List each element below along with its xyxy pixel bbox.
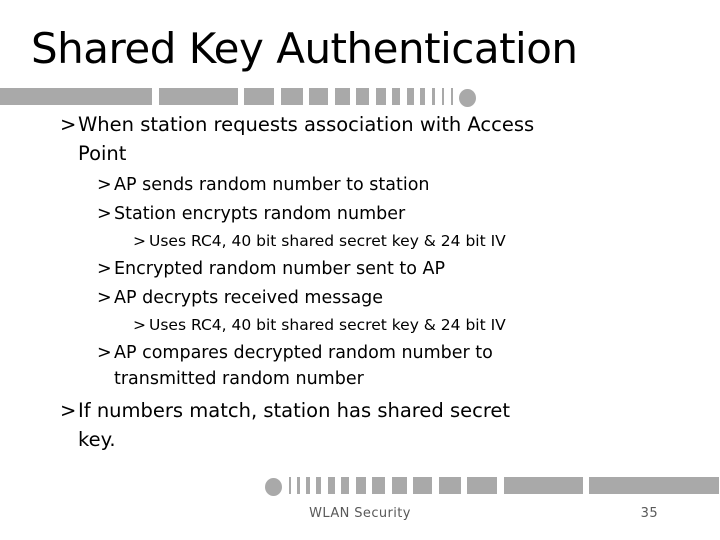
decoration-bar: [431, 88, 435, 105]
decoration-bar: [438, 477, 461, 494]
decoration-bar: [306, 477, 310, 494]
decoration-bar: [503, 477, 583, 494]
decoration-bar: [280, 88, 303, 105]
decoration-bar: [391, 477, 407, 494]
decoration-bar: [392, 88, 400, 105]
bullet-item-level-2: >AP decrypts received message: [0, 285, 700, 311]
decoration-bar: [0, 88, 152, 105]
bullet-text: If numbers match, station has shared sec…: [78, 399, 511, 451]
decoration-bar: [356, 88, 369, 105]
bottom-divider-decoration: [265, 477, 719, 497]
bullet-marker: >: [60, 399, 77, 422]
decoration-bar: [327, 477, 335, 494]
decoration-bar: [372, 477, 385, 494]
decoration-bar: [309, 88, 328, 105]
decoration-bar: [406, 88, 414, 105]
bullet-marker: >: [133, 232, 146, 250]
decoration-bar: [334, 88, 350, 105]
decoration-bar: [375, 88, 386, 105]
page-number: 35: [640, 506, 658, 521]
footer-title: WLAN Security: [309, 506, 411, 521]
bullet-item-level-1: >If numbers match, station has shared se…: [0, 396, 700, 454]
bullet-item-level-2: >Encrypted random number sent to AP: [0, 256, 700, 282]
bullet-text: AP compares decrypted random number to t…: [114, 343, 493, 389]
slide-title: Shared Key Authentication: [31, 24, 578, 73]
bullet-text: AP sends random number to station: [114, 175, 430, 195]
decoration-bar: [467, 477, 497, 494]
bullet-marker: >: [60, 113, 77, 136]
bullet-item-level-3: >Uses RC4, 40 bit shared secret key & 24…: [0, 316, 700, 335]
top-divider-decoration: [0, 88, 476, 108]
bullet-marker: >: [97, 175, 112, 195]
bullet-text: AP decrypts received message: [114, 288, 384, 308]
decoration-bar: [297, 477, 300, 494]
decoration-bar: [441, 88, 444, 105]
decoration-bar: [589, 477, 719, 494]
bullet-text: Uses RC4, 40 bit shared secret key & 24 …: [149, 232, 506, 250]
bullet-item-level-2: >AP sends random number to station: [0, 172, 700, 198]
decoration-bar: [244, 88, 274, 105]
bullet-marker: >: [97, 259, 112, 279]
bullet-marker: >: [133, 316, 146, 334]
decoration-circle: [265, 478, 282, 496]
bullet-item-level-2: >Station encrypts random number: [0, 201, 700, 227]
bullet-text: Encrypted random number sent to AP: [114, 259, 446, 279]
bullet-text: When station requests association with A…: [78, 113, 535, 165]
decoration-bar: [341, 477, 349, 494]
decoration-bar: [413, 477, 432, 494]
bullet-item-level-1: >When station requests association with …: [0, 110, 700, 168]
bullet-marker: >: [97, 288, 112, 308]
bullet-text: Station encrypts random number: [114, 204, 406, 224]
bullet-text: Uses RC4, 40 bit shared secret key & 24 …: [149, 316, 506, 334]
bullet-marker: >: [97, 343, 112, 363]
bullet-item-level-3: >Uses RC4, 40 bit shared secret key & 24…: [0, 232, 700, 251]
decoration-bar: [355, 477, 366, 494]
decoration-bar: [288, 477, 291, 494]
decoration-bar: [450, 88, 453, 105]
bullet-list: >When station requests association with …: [0, 106, 700, 458]
decoration-bar: [316, 477, 321, 494]
bullet-item-level-2: >AP compares decrypted random number to …: [0, 340, 700, 392]
decoration-circle: [459, 89, 476, 107]
decoration-bar: [158, 88, 238, 105]
decoration-bar: [420, 88, 425, 105]
bullet-marker: >: [97, 204, 112, 224]
